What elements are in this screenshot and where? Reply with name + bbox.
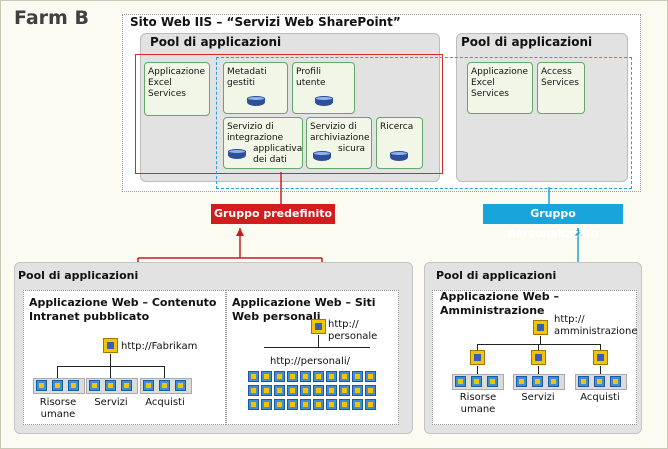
service-bdc-line2: integrazione bbox=[227, 133, 284, 143]
personal-site-icon bbox=[313, 385, 324, 396]
service-secure-store: Servizio di archiviazione sicura bbox=[306, 117, 372, 169]
personal-site-icon bbox=[287, 399, 298, 410]
farm-title: Farm B bbox=[14, 7, 89, 29]
personal-site-icon bbox=[352, 371, 363, 382]
admin-site-group-purchasing bbox=[575, 374, 627, 390]
service-excel-right: Applicazione Excel Services bbox=[467, 62, 533, 114]
service-bdc: Servizio di integrazione applicativa dei… bbox=[223, 117, 303, 169]
web-app-intranet-title: Applicazione Web – Contenuto Intranet pu… bbox=[29, 296, 217, 323]
personal-site-icon bbox=[300, 399, 311, 410]
custom-group-outline bbox=[216, 57, 632, 189]
service-excel: Applicazione Excel Services bbox=[144, 62, 210, 116]
web-app-mysites-title: Applicazione Web – Siti Web personali bbox=[232, 296, 376, 323]
service-access: Access Services bbox=[537, 62, 585, 114]
personal-site-icon bbox=[287, 371, 298, 382]
site-node-icon bbox=[593, 350, 608, 365]
site-group-purchasing bbox=[140, 378, 192, 394]
personal-site-icon bbox=[300, 385, 311, 396]
site-group-services bbox=[86, 378, 138, 394]
service-access-label: Access Services bbox=[541, 67, 579, 88]
personal-site-icon bbox=[365, 399, 376, 410]
web-app-intranet-url: http://Fabrikam bbox=[121, 341, 198, 352]
service-search-label: Ricerca bbox=[380, 122, 414, 132]
admin-site-group-hr bbox=[452, 374, 504, 390]
app-pool-left-title: Pool di applicazioni bbox=[150, 35, 282, 49]
web-app-intranet bbox=[23, 290, 226, 425]
custom-group-label: Gruppo personalizzato bbox=[483, 204, 623, 240]
site-node-icon bbox=[531, 350, 546, 365]
app-pool-right-title: Pool di applicazioni bbox=[461, 35, 593, 49]
personal-site-icon bbox=[261, 371, 272, 382]
admin-site-label-services: Servizi bbox=[521, 392, 555, 403]
database-icon bbox=[390, 151, 408, 163]
admin-site-label-purchasing: Acquisti bbox=[580, 392, 620, 403]
personal-site-icon bbox=[261, 385, 272, 396]
service-secure-store-line3: sicura bbox=[338, 144, 366, 154]
personal-site-icon bbox=[313, 371, 324, 382]
personal-site-icon bbox=[339, 371, 350, 382]
service-bdc-line1: Servizio di bbox=[227, 122, 274, 132]
service-user-profiles: Profili utente bbox=[292, 62, 355, 114]
web-app-admin-url: http:// amministrazione bbox=[554, 314, 638, 337]
service-user-profiles-label: Profili utente bbox=[296, 67, 326, 88]
service-excel-label: Applicazione Excel Services bbox=[148, 67, 206, 99]
service-bdc-line4: dei dati bbox=[253, 155, 287, 165]
web-app-admin-title: Applicazione Web – Amministrazione bbox=[440, 290, 560, 317]
default-group-label: Gruppo predefinito bbox=[211, 204, 335, 224]
site-collection-icon bbox=[311, 319, 326, 334]
admin-site-label-hr: Risorse umane bbox=[459, 392, 497, 415]
personal-site-icon bbox=[274, 385, 285, 396]
site-node-icon bbox=[470, 350, 485, 365]
service-managed-metadata-label: Metadati gestiti bbox=[227, 67, 267, 88]
personal-site-icon bbox=[261, 399, 272, 410]
database-icon bbox=[315, 96, 333, 108]
service-search: Ricerca bbox=[376, 117, 423, 169]
service-secure-store-line2: archiviazione bbox=[310, 133, 370, 143]
site-group-hr bbox=[33, 378, 85, 394]
personal-site-icon bbox=[339, 399, 350, 410]
bottom-right-app-pool-title: Pool di applicazioni bbox=[436, 269, 557, 282]
site-label-services: Servizi bbox=[94, 397, 128, 408]
database-icon bbox=[228, 149, 246, 161]
personal-site-icon bbox=[248, 385, 259, 396]
service-secure-store-line1: Servizio di bbox=[310, 122, 357, 132]
personal-site-icon bbox=[313, 399, 324, 410]
bottom-left-app-pool-title: Pool di applicazioni bbox=[18, 269, 139, 282]
personal-site-icon bbox=[352, 385, 363, 396]
iis-site-title: Sito Web IIS – “Servizi Web SharePoint” bbox=[130, 15, 401, 29]
personal-site-icon bbox=[365, 385, 376, 396]
site-collection-icon bbox=[533, 320, 548, 335]
admin-site-group-services bbox=[513, 374, 565, 390]
database-icon bbox=[313, 151, 331, 163]
personal-sites-grid bbox=[248, 371, 380, 415]
personal-site-icon bbox=[352, 399, 363, 410]
personal-site-icon bbox=[300, 371, 311, 382]
mysites-sub-url: http://personali/ bbox=[270, 356, 350, 367]
site-label-hr: Risorse umane bbox=[39, 397, 77, 420]
personal-site-icon bbox=[274, 371, 285, 382]
personal-site-icon bbox=[287, 385, 298, 396]
personal-site-icon bbox=[326, 385, 337, 396]
default-group-outline bbox=[135, 54, 443, 174]
service-bdc-line3: applicativa bbox=[253, 144, 303, 154]
service-excel-right-label: Applicazione Excel Services bbox=[471, 67, 529, 99]
personal-site-icon bbox=[326, 399, 337, 410]
site-label-purchasing: Acquisti bbox=[145, 397, 185, 408]
database-icon bbox=[247, 96, 265, 108]
personal-site-icon bbox=[326, 371, 337, 382]
personal-site-icon bbox=[365, 371, 376, 382]
web-app-mysites-url: http:// personale bbox=[328, 319, 378, 342]
personal-site-icon bbox=[248, 371, 259, 382]
personal-site-icon bbox=[248, 399, 259, 410]
site-collection-icon bbox=[103, 338, 118, 353]
service-managed-metadata: Metadati gestiti bbox=[223, 62, 288, 114]
personal-site-icon bbox=[339, 385, 350, 396]
personal-site-icon bbox=[274, 399, 285, 410]
